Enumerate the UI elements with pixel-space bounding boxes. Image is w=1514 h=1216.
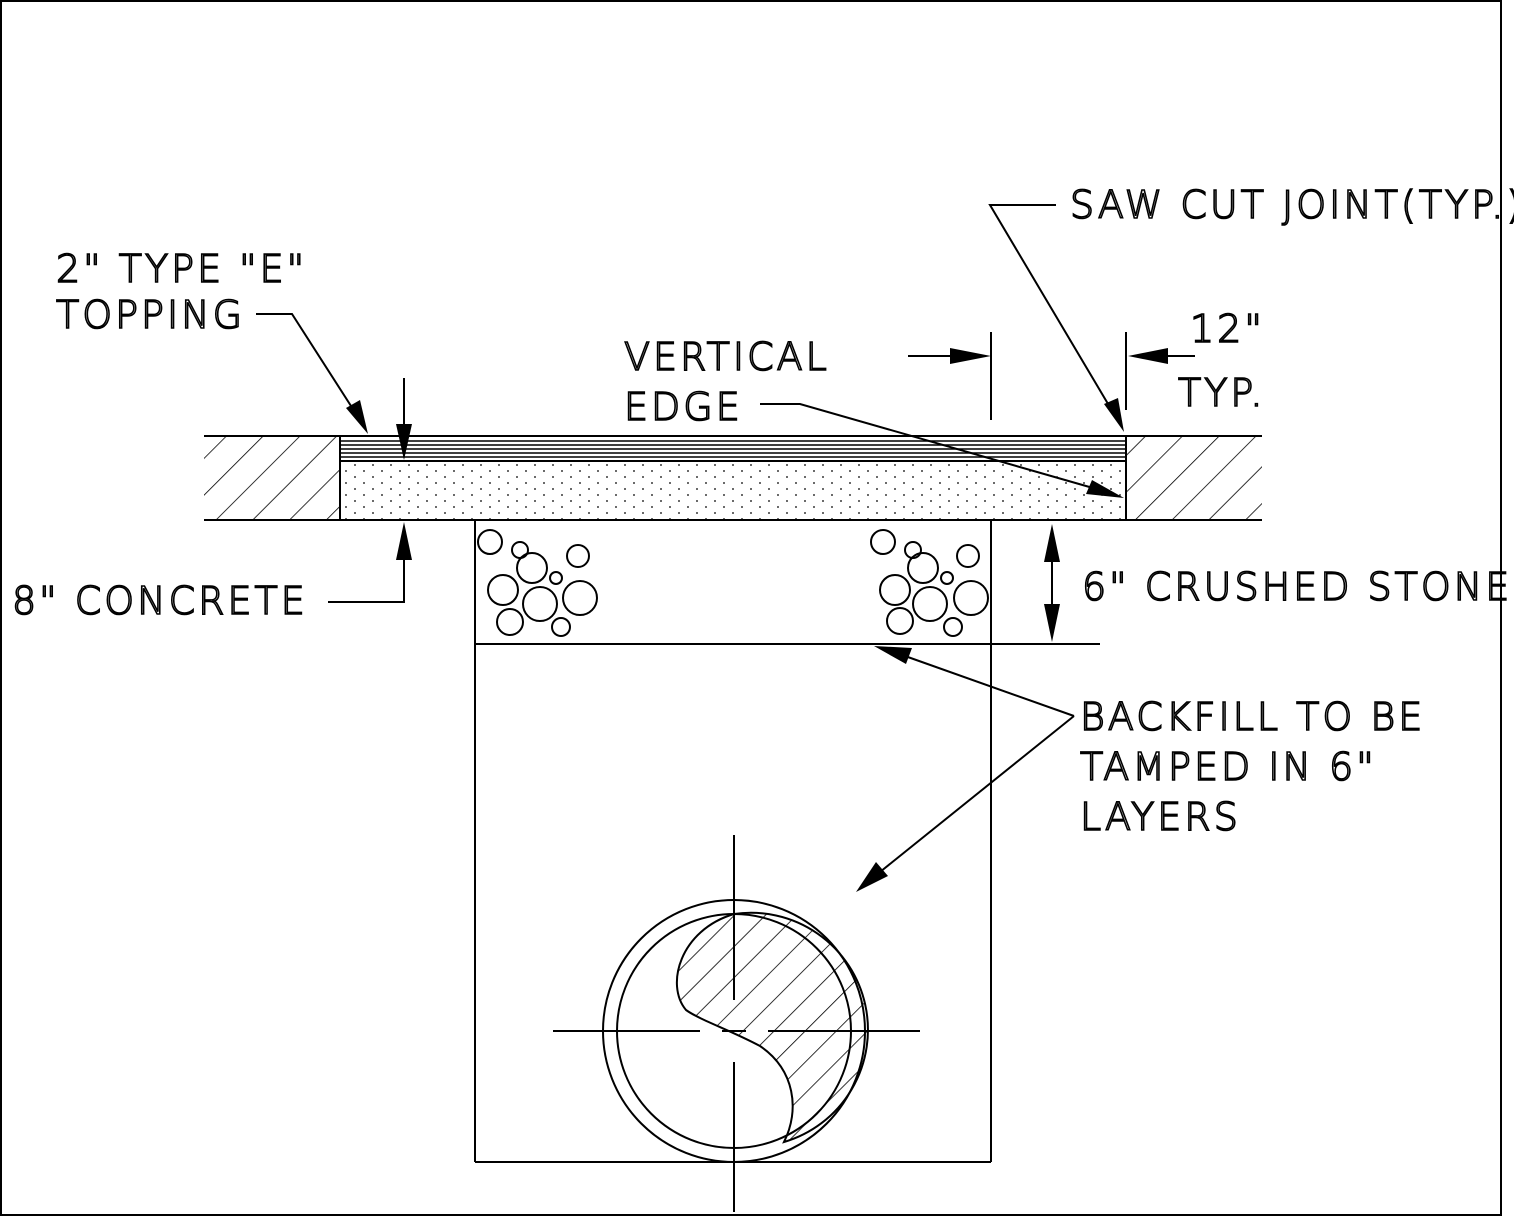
concrete-callout: 8" CONCRETE [11,522,412,624]
vertical-edge-label-line1: VERTICAL [624,335,830,379]
crushed-stone-label: 6" CRUSHED STONE [1082,565,1512,609]
existing-pavement-left [204,435,341,521]
topping-callout: 2" TYPE "E" TOPPING [55,246,412,460]
topping-label-line1: 2" TYPE "E" [56,247,307,291]
dimension-typ-label: TYP. [1178,371,1266,415]
crushed-stone-aggregate [477,529,989,637]
backfill-label-line3: LAYERS [1080,795,1241,839]
pipe-section [553,835,920,1212]
backfill-label-line2: TAMPED IN 6" [1080,745,1377,789]
width-dimension: 12" TYP. [908,306,1266,420]
vertical-edge-callout: VERTICAL EDGE [623,334,1124,498]
topping-layer [340,435,1126,462]
concrete-label: 8" CONCRETE [12,579,308,623]
dimension-12-label: 12" [1190,307,1265,351]
crushed-stone-dimension: 6" CRUSHED STONE [1044,524,1512,642]
topping-label-line2: TOPPING [56,293,245,337]
saw-cut-label: SAW CUT JOINT(TYP.) [1070,183,1514,227]
saw-cut-callout: SAW CUT JOINT(TYP.) [988,182,1514,432]
backfill-label-line1: BACKFILL TO BE [1080,695,1425,739]
concrete-layer [340,461,1126,521]
backfill-callout: BACKFILL TO BE TAMPED IN 6" LAYERS [856,646,1425,892]
vertical-edge-label-line2: EDGE [624,385,743,429]
existing-pavement-right [1125,435,1262,521]
